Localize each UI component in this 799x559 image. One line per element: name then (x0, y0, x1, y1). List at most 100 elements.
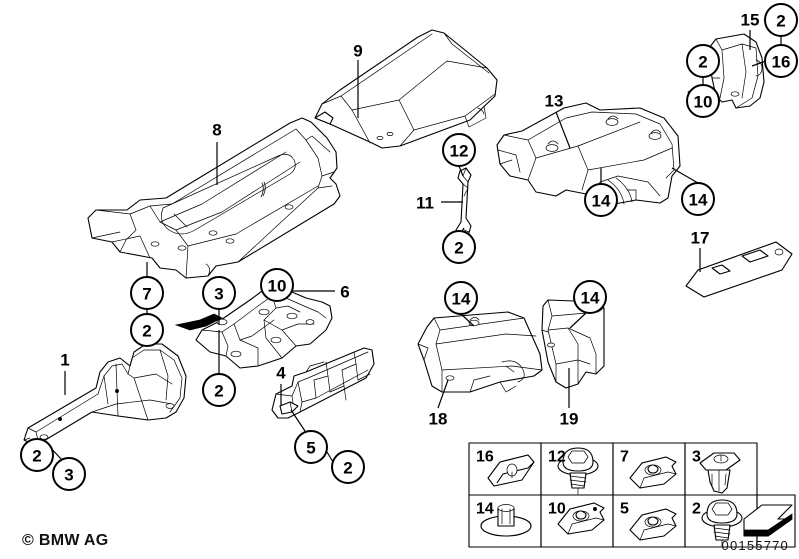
callout-11-label[interactable]: 11 (416, 194, 434, 213)
callout-circle (20, 438, 54, 472)
callout-number-text: 18 (429, 410, 448, 429)
callout-number-text: 9 (353, 42, 362, 61)
callout-circle (130, 276, 164, 310)
legend-number-5: 5 (620, 501, 629, 518)
callout-14-bubble[interactable]: 14 (681, 182, 715, 216)
leader-13 (555, 111, 571, 149)
part-4-shape (271, 347, 375, 419)
callout-14-bubble[interactable]: 14 (444, 281, 478, 315)
callout-4-label[interactable]: 4 (276, 364, 286, 383)
callout-2-bubble[interactable]: 2 (20, 438, 54, 472)
legend-number-14: 14 (476, 501, 494, 518)
callout-number-text: 10 (694, 93, 713, 112)
callout-2-bubble[interactable]: 2 (686, 44, 720, 78)
callout-14-bubble[interactable]: 14 (573, 280, 607, 314)
callout-number-text: 14 (689, 191, 708, 210)
callout-3-bubble[interactable]: 3 (202, 276, 236, 310)
legend-number-10: 10 (548, 501, 566, 518)
part-6-shape (174, 285, 333, 369)
callout-circle (331, 450, 365, 484)
callout-circle (686, 44, 720, 78)
callout-13-label[interactable]: 13 (545, 92, 564, 111)
callout-14-bubble[interactable]: 14 (584, 183, 618, 217)
callout-17-label[interactable]: 17 (691, 229, 710, 248)
callout-2-bubble[interactable]: 2 (442, 230, 476, 264)
callout-circle (294, 430, 328, 464)
callout-6-label[interactable]: 6 (340, 283, 349, 302)
callout-circle (442, 133, 476, 167)
callout-circle (442, 230, 476, 264)
callout-circle (202, 373, 236, 407)
callout-number-text: 12 (450, 142, 469, 161)
callout-circle (130, 313, 164, 347)
legend-number-12: 12 (548, 449, 566, 466)
hex-screw-icon (557, 447, 599, 495)
part-1-shape (23, 343, 187, 445)
callout-number-text: 10 (268, 277, 287, 296)
callout-2-bubble[interactable]: 2 (764, 3, 798, 37)
callout-number-text: 13 (545, 92, 564, 111)
leader-18 (437, 379, 449, 409)
callout-number-text: 2 (776, 12, 785, 31)
callout-10-bubble[interactable]: 10 (686, 84, 720, 118)
callout-circle (444, 281, 478, 315)
callout-2-bubble[interactable]: 2 (331, 450, 365, 484)
callout-number-text: 17 (691, 229, 710, 248)
callout-circle (764, 44, 798, 78)
clip-nut-icon (487, 454, 535, 487)
part-11-shape (455, 167, 472, 239)
callout-number-text: 19 (560, 410, 579, 429)
part-9-shape (314, 29, 498, 149)
callout-2-bubble[interactable]: 2 (130, 313, 164, 347)
hex-screw-icon-2 (701, 499, 743, 547)
callout-circle (584, 183, 618, 217)
callout-8-label[interactable]: 8 (212, 121, 221, 140)
cage-nut-icon (629, 456, 677, 489)
callout-number-text: 3 (64, 466, 73, 485)
legend-number-3: 3 (692, 449, 701, 466)
legend-number-2: 2 (692, 501, 701, 518)
callout-number-text: 15 (741, 11, 760, 30)
callout-10-bubble[interactable]: 10 (260, 268, 294, 302)
callout-9-label[interactable]: 9 (353, 42, 362, 61)
callout-5-bubble[interactable]: 5 (294, 430, 328, 464)
callout-3-bubble[interactable]: 3 (52, 457, 86, 491)
callout-19-label[interactable]: 19 (560, 410, 579, 429)
callout-number-text: 2 (454, 239, 463, 258)
part-17-shape (685, 241, 793, 298)
callout-number-text: 6 (340, 283, 349, 302)
callout-number-text: 2 (32, 447, 41, 466)
callout-2-bubble[interactable]: 2 (202, 373, 236, 407)
expanding-rivet-icon (699, 452, 741, 494)
callout-number-text: 5 (306, 439, 315, 458)
callout-number-text: 2 (343, 459, 352, 478)
cage-nut-icon-10 (557, 502, 605, 535)
callout-7-bubble[interactable]: 7 (130, 276, 164, 310)
callout-15-label[interactable]: 15 (741, 11, 760, 30)
callout-number-text: 16 (772, 53, 791, 72)
callout-circle (202, 276, 236, 310)
callout-number-text: 1 (60, 351, 69, 370)
callout-18-label[interactable]: 18 (429, 410, 448, 429)
legend-number-16: 16 (476, 449, 494, 466)
callout-number-text: 2 (698, 53, 707, 72)
callout-number-text: 14 (581, 289, 600, 308)
callout-number-text: 11 (416, 194, 434, 213)
callout-circle (764, 3, 798, 37)
callout-circle (260, 268, 294, 302)
callout-circle (52, 457, 86, 491)
callout-number-text: 2 (214, 382, 223, 401)
callout-16-bubble[interactable]: 16 (764, 44, 798, 78)
arrow-block-icon (743, 504, 793, 537)
callout-12-bubble[interactable]: 12 (442, 133, 476, 167)
callout-1-label[interactable]: 1 (60, 351, 69, 370)
drawing-number: 00155770 (721, 538, 789, 553)
callout-number-text: 14 (452, 290, 471, 309)
callout-circle (573, 280, 607, 314)
legend-number-7: 7 (620, 449, 629, 466)
fastener-legend-table: 16 12 7 3 14 10 5 2 (468, 442, 796, 548)
push-pin-washer-icon (480, 504, 532, 537)
